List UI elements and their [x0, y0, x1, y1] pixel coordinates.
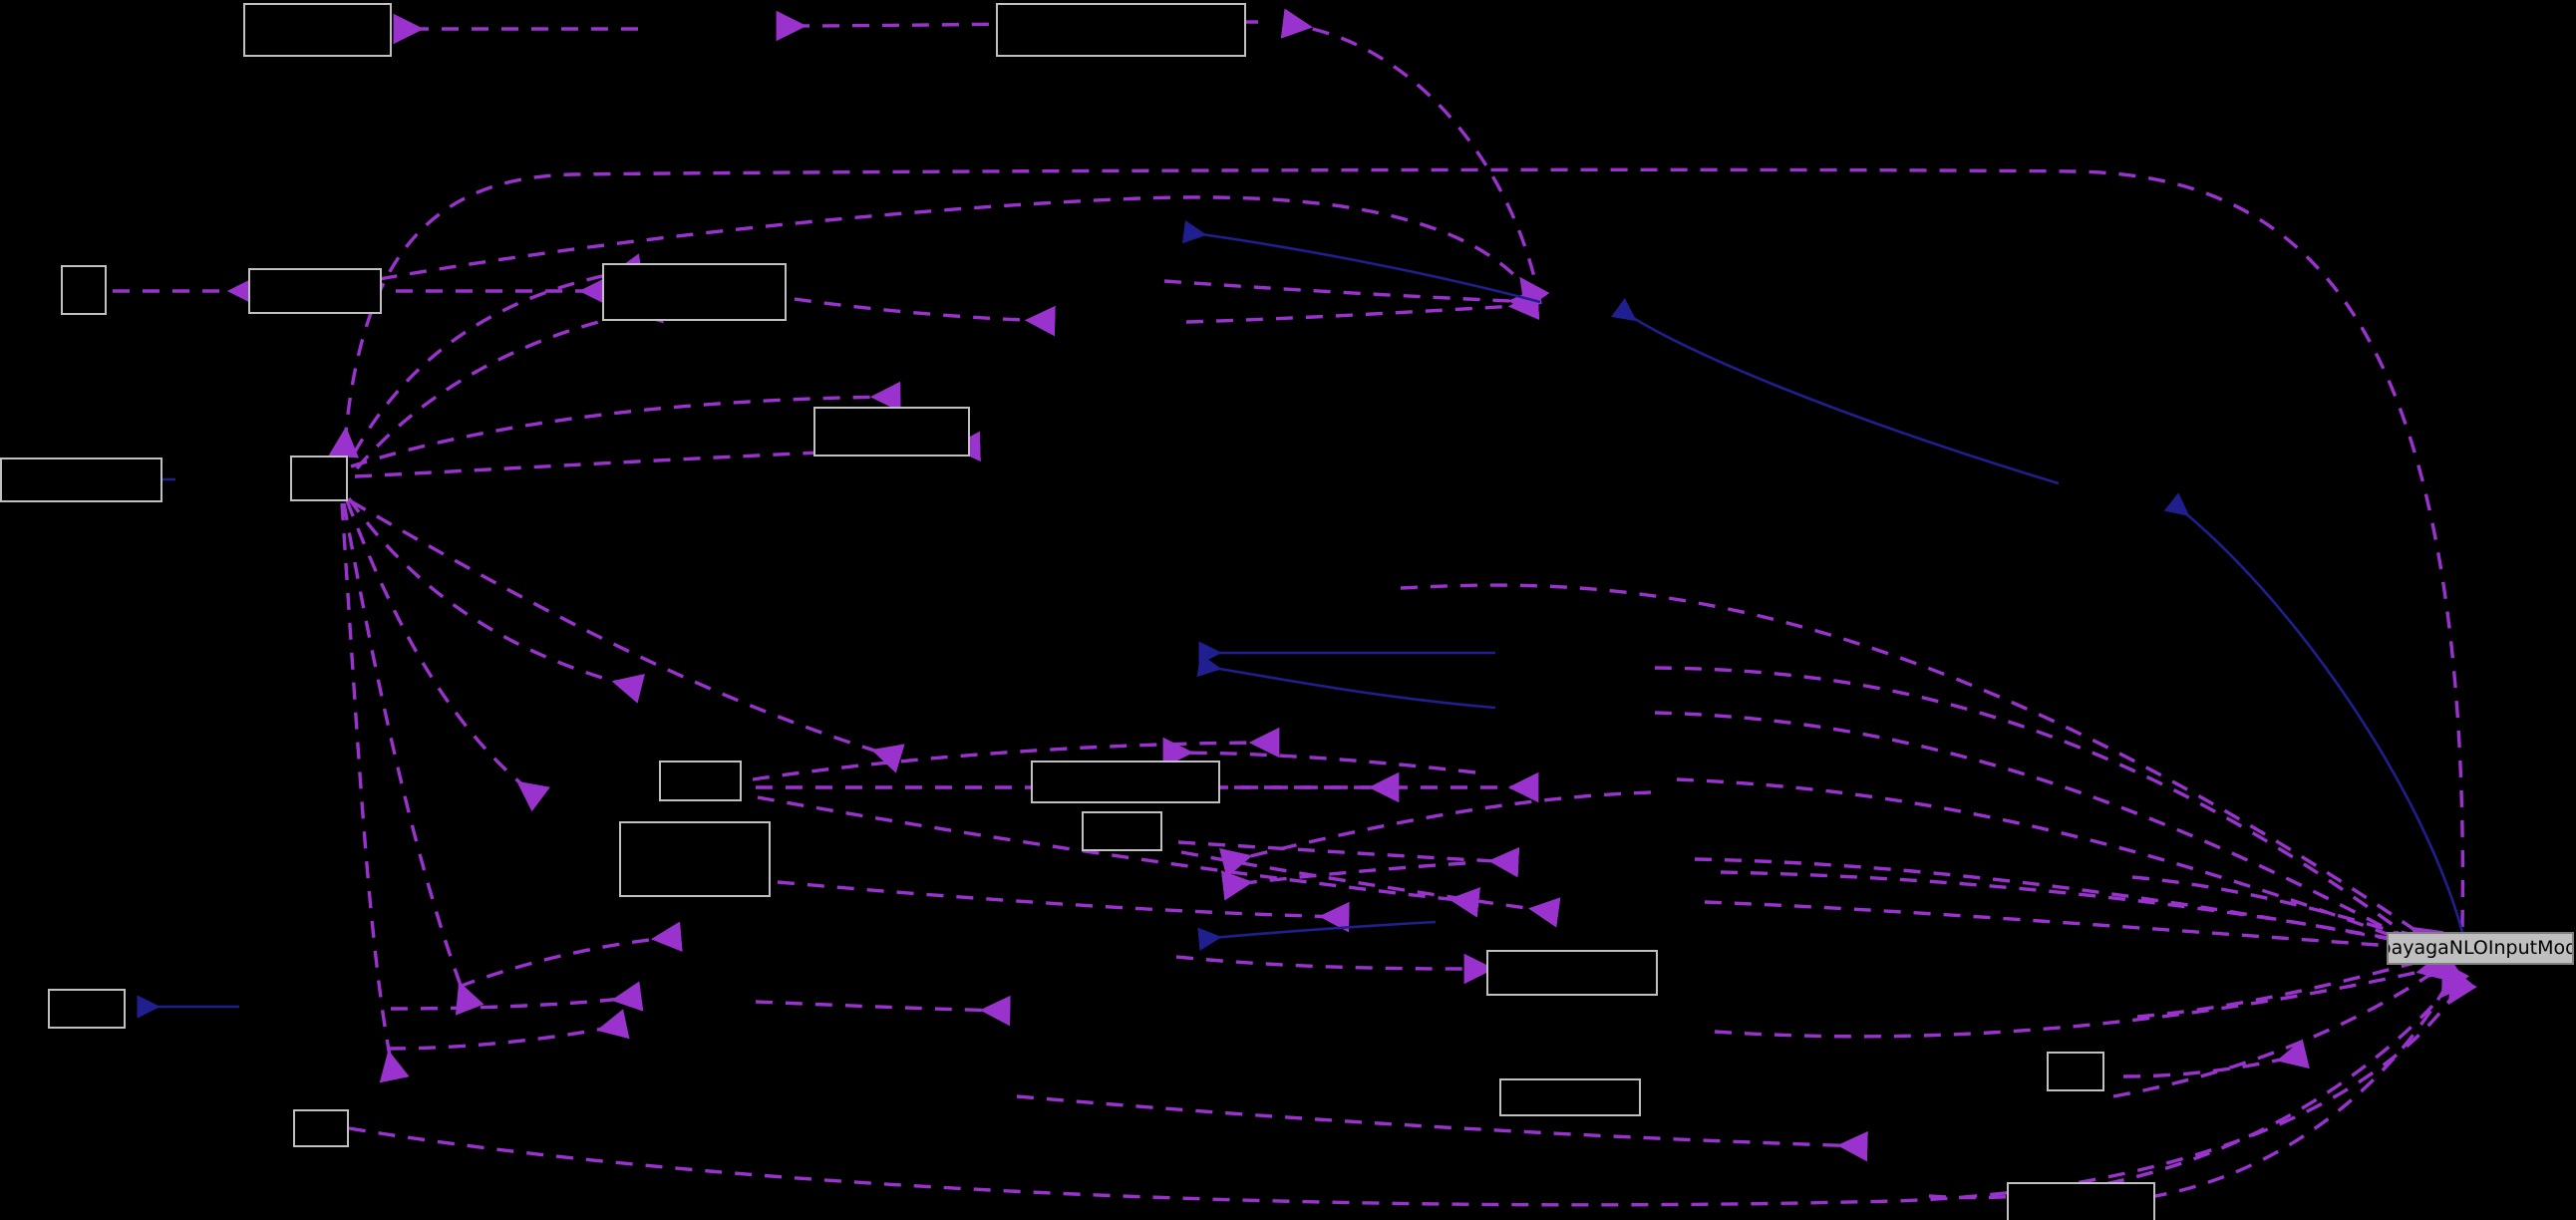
graph-node[interactable] [243, 3, 392, 57]
graph-node[interactable] [1031, 761, 1220, 803]
graph-node[interactable] [1486, 950, 1658, 996]
graph-node[interactable] [1499, 1078, 1641, 1116]
graph-node[interactable] [996, 3, 1246, 57]
graph-node[interactable] [2047, 1052, 2104, 1091]
graph-node[interactable] [813, 407, 970, 457]
graph-node[interactable] [293, 1109, 349, 1147]
graph-node[interactable] [2007, 1182, 2155, 1220]
graph-node[interactable] [61, 265, 107, 315]
graph-node[interactable] [602, 263, 787, 321]
graph-node[interactable] [290, 456, 348, 501]
graph-node[interactable] [1082, 811, 1162, 851]
graph-node[interactable] [48, 989, 126, 1029]
graph-node-label: BabayagaNLOInputModule [2389, 937, 2574, 959]
graph-node-current[interactable]: BabayagaNLOInputModule [2387, 932, 2574, 965]
graph-node[interactable] [248, 268, 382, 314]
graph-node[interactable] [659, 761, 742, 801]
graph-node[interactable] [619, 821, 771, 897]
graph-node[interactable] [0, 458, 162, 502]
